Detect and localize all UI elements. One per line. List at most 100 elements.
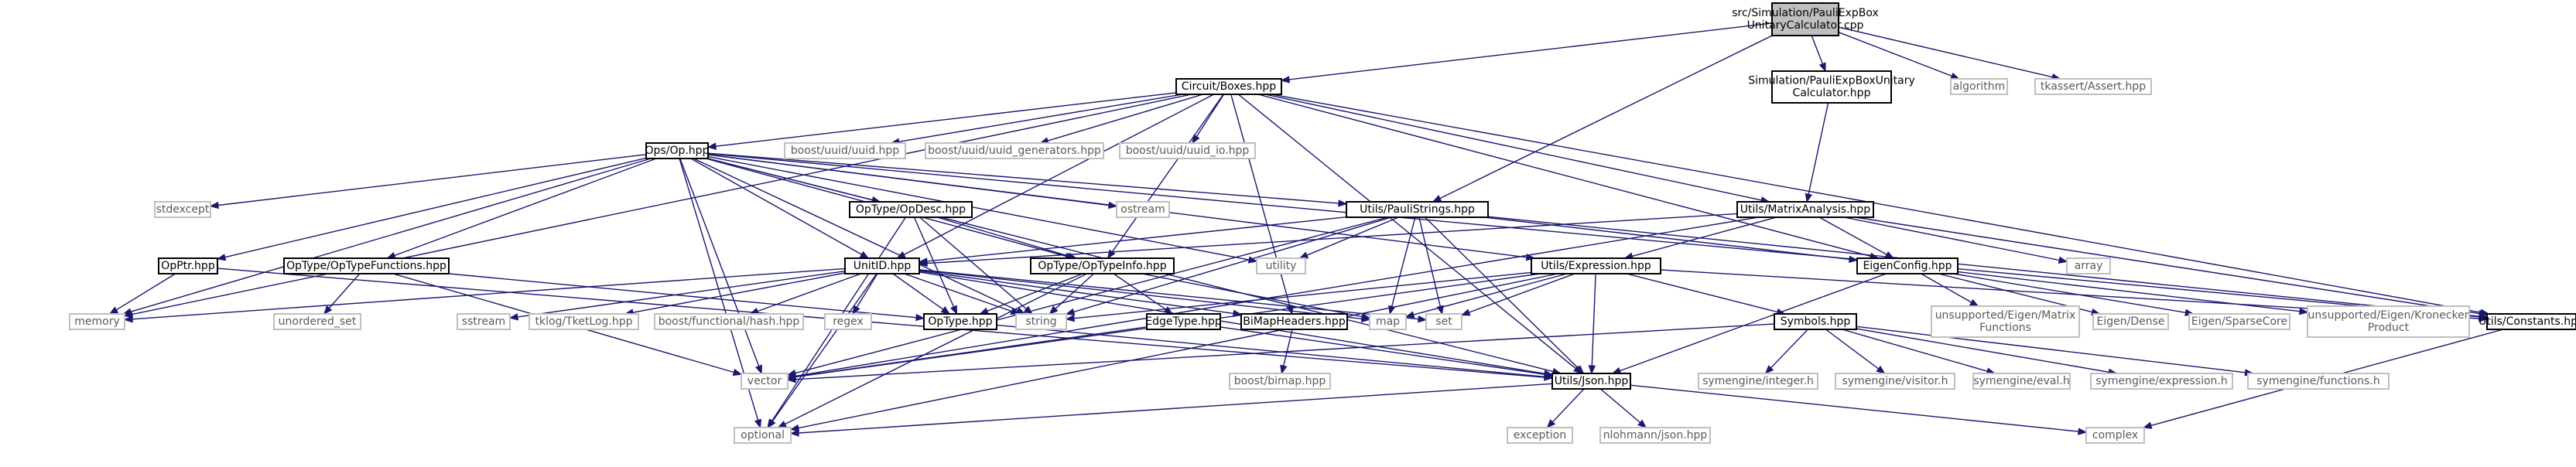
edge-line bbox=[448, 273, 917, 319]
node-label: OpPtr.hpp bbox=[161, 260, 215, 272]
node-symvis: symengine/visitor.h bbox=[1835, 373, 1955, 390]
node-json[interactable]: Utils/Json.hpp bbox=[1551, 373, 1631, 390]
node-symint: symengine/integer.h bbox=[1698, 373, 1818, 390]
edge-line bbox=[1425, 216, 1579, 369]
edge-line bbox=[1856, 326, 2246, 373]
node-label: memory bbox=[74, 315, 120, 328]
arrowhead bbox=[123, 315, 133, 323]
node-constants[interactable]: Utils/Constants.hpp bbox=[2479, 313, 2576, 330]
edge-boxes-to-uuidio bbox=[1192, 94, 1225, 145]
node-optype[interactable]: OpType.hpp bbox=[923, 313, 997, 330]
arrowhead bbox=[979, 307, 990, 315]
edge-boxes-to-opshpp bbox=[706, 92, 1177, 150]
node-label: EdgeType.hpp bbox=[1145, 315, 1222, 328]
arrowhead bbox=[122, 308, 132, 315]
edge-line bbox=[913, 216, 955, 308]
node-unordered: unordered_set bbox=[273, 313, 361, 330]
edge-line bbox=[1484, 216, 1850, 261]
edge-line bbox=[693, 158, 1018, 312]
edge-line bbox=[132, 94, 1192, 315]
edge-eigenconfig-to-eigkron bbox=[1957, 271, 2309, 315]
edge-line bbox=[707, 153, 2480, 318]
edge-line bbox=[1288, 22, 1773, 80]
edge-line bbox=[224, 157, 647, 258]
node-label: utility bbox=[1266, 260, 1297, 272]
node-opptr[interactable]: OpPtr.hpp bbox=[158, 257, 218, 274]
arrowhead bbox=[754, 418, 762, 429]
arrowhead bbox=[2478, 309, 2489, 318]
arrowhead bbox=[1876, 365, 1886, 374]
node-pauli[interactable]: Utils/PauliStrings.hpp bbox=[1346, 201, 1489, 218]
node-stdexcept: stdexcept bbox=[154, 201, 211, 218]
edge-line bbox=[1838, 26, 2053, 78]
node-box bbox=[1931, 305, 2080, 338]
edge-optypeinfo-to-map bbox=[1141, 273, 1371, 321]
edge-line bbox=[679, 158, 760, 366]
node-map: map bbox=[1369, 313, 1407, 330]
edge-line bbox=[1626, 273, 1778, 313]
edge-line bbox=[1047, 94, 1203, 141]
node-box bbox=[1256, 257, 1306, 274]
node-root[interactable]: src/Simulation/PauliExpBoxUnitaryCalcula… bbox=[1732, 2, 1879, 36]
edge-optypeinfo-to-optional bbox=[777, 273, 1087, 428]
node-label: UnitaryCalculator.cpp bbox=[1747, 19, 1864, 32]
node-nlohmann: nlohmann/json.hpp bbox=[1599, 427, 1711, 444]
edge-line bbox=[1306, 216, 1399, 256]
edge-expression-to-set bbox=[1460, 273, 1575, 316]
arrowhead bbox=[1546, 419, 1556, 428]
node-optypeinfo[interactable]: OpType/OpTypeInfo.hpp bbox=[1030, 257, 1175, 274]
node-label: unsupported/Eigen/Kronecker bbox=[2308, 309, 2469, 322]
node-label: Utils/MatrixAnalysis.hpp bbox=[1740, 203, 1870, 216]
node-expression[interactable]: Utils/Expression.hpp bbox=[1531, 257, 1661, 274]
node-box bbox=[844, 257, 920, 274]
edge-line bbox=[795, 216, 1388, 374]
node-eigenconfig[interactable]: EigenConfig.hpp bbox=[1856, 257, 1959, 274]
edge-pauli-to-eigenconfig bbox=[1484, 216, 1859, 263]
node-symbols[interactable]: Symbols.hpp bbox=[1774, 313, 1857, 330]
arrowhead bbox=[2479, 315, 2489, 322]
edge-boxes-to-matrix bbox=[1264, 94, 1770, 204]
edge-line bbox=[892, 273, 944, 310]
edge-optypefn-to-unordered bbox=[323, 273, 361, 315]
arrowhead bbox=[1065, 315, 1075, 322]
node-opshpp[interactable]: Ops/Op.hpp bbox=[645, 142, 710, 159]
node-pebuc[interactable]: Simulation/PauliExpBoxUnitaryCalculator.… bbox=[1748, 70, 1915, 104]
edge-line bbox=[1770, 329, 1808, 369]
edge-line bbox=[926, 216, 1347, 262]
node-matrix[interactable]: Utils/MatrixAnalysis.hpp bbox=[1736, 201, 1874, 218]
node-label: symengine/expression.h bbox=[2095, 375, 2228, 387]
node-box bbox=[69, 313, 125, 330]
node-box bbox=[784, 142, 906, 159]
edge-line bbox=[798, 273, 1558, 429]
node-box bbox=[1229, 373, 1331, 390]
node-optypefn[interactable]: OpType/OpTypeFunctions.hpp bbox=[283, 257, 450, 274]
edge-line bbox=[898, 94, 1183, 142]
node-box bbox=[1771, 2, 1839, 36]
edge-matrix-to-constants bbox=[1855, 216, 2489, 318]
node-box bbox=[1774, 313, 1857, 330]
node-box bbox=[2090, 373, 2233, 390]
edge-symbols-to-symint bbox=[1764, 329, 1808, 374]
edge-eigenconfig-to-eigmatfn bbox=[1921, 273, 1979, 307]
edge-line bbox=[1073, 271, 1532, 319]
edge-line bbox=[1141, 273, 1363, 318]
edge-expression-to-optional bbox=[789, 273, 1558, 432]
node-label: string bbox=[1025, 315, 1056, 328]
node-box bbox=[1425, 313, 1462, 330]
node-label: stdexcept bbox=[156, 203, 210, 216]
node-box bbox=[154, 201, 211, 218]
edge-line bbox=[1953, 273, 2186, 313]
node-bimap[interactable]: BiMapHeaders.hpp bbox=[1240, 313, 1348, 330]
node-boxes[interactable]: Circuit/Boxes.hpp bbox=[1175, 78, 1282, 95]
node-box bbox=[457, 313, 511, 330]
node-edgetype[interactable]: EdgeType.hpp bbox=[1145, 313, 1222, 330]
node-label: Functions bbox=[1979, 322, 2031, 334]
edge-matrix-to-unitid bbox=[918, 213, 1738, 268]
edge-boxes-to-eigenconfig bbox=[1257, 94, 1880, 260]
edge-line bbox=[1469, 273, 1575, 313]
node-unitid[interactable]: UnitID.hpp bbox=[844, 257, 920, 274]
edge-pauli-to-string bbox=[1065, 216, 1392, 315]
arrowhead bbox=[1023, 305, 1033, 315]
node-vector: vector bbox=[741, 373, 789, 390]
node-opdesc[interactable]: OpType/OpDesc.hpp bbox=[849, 201, 973, 218]
